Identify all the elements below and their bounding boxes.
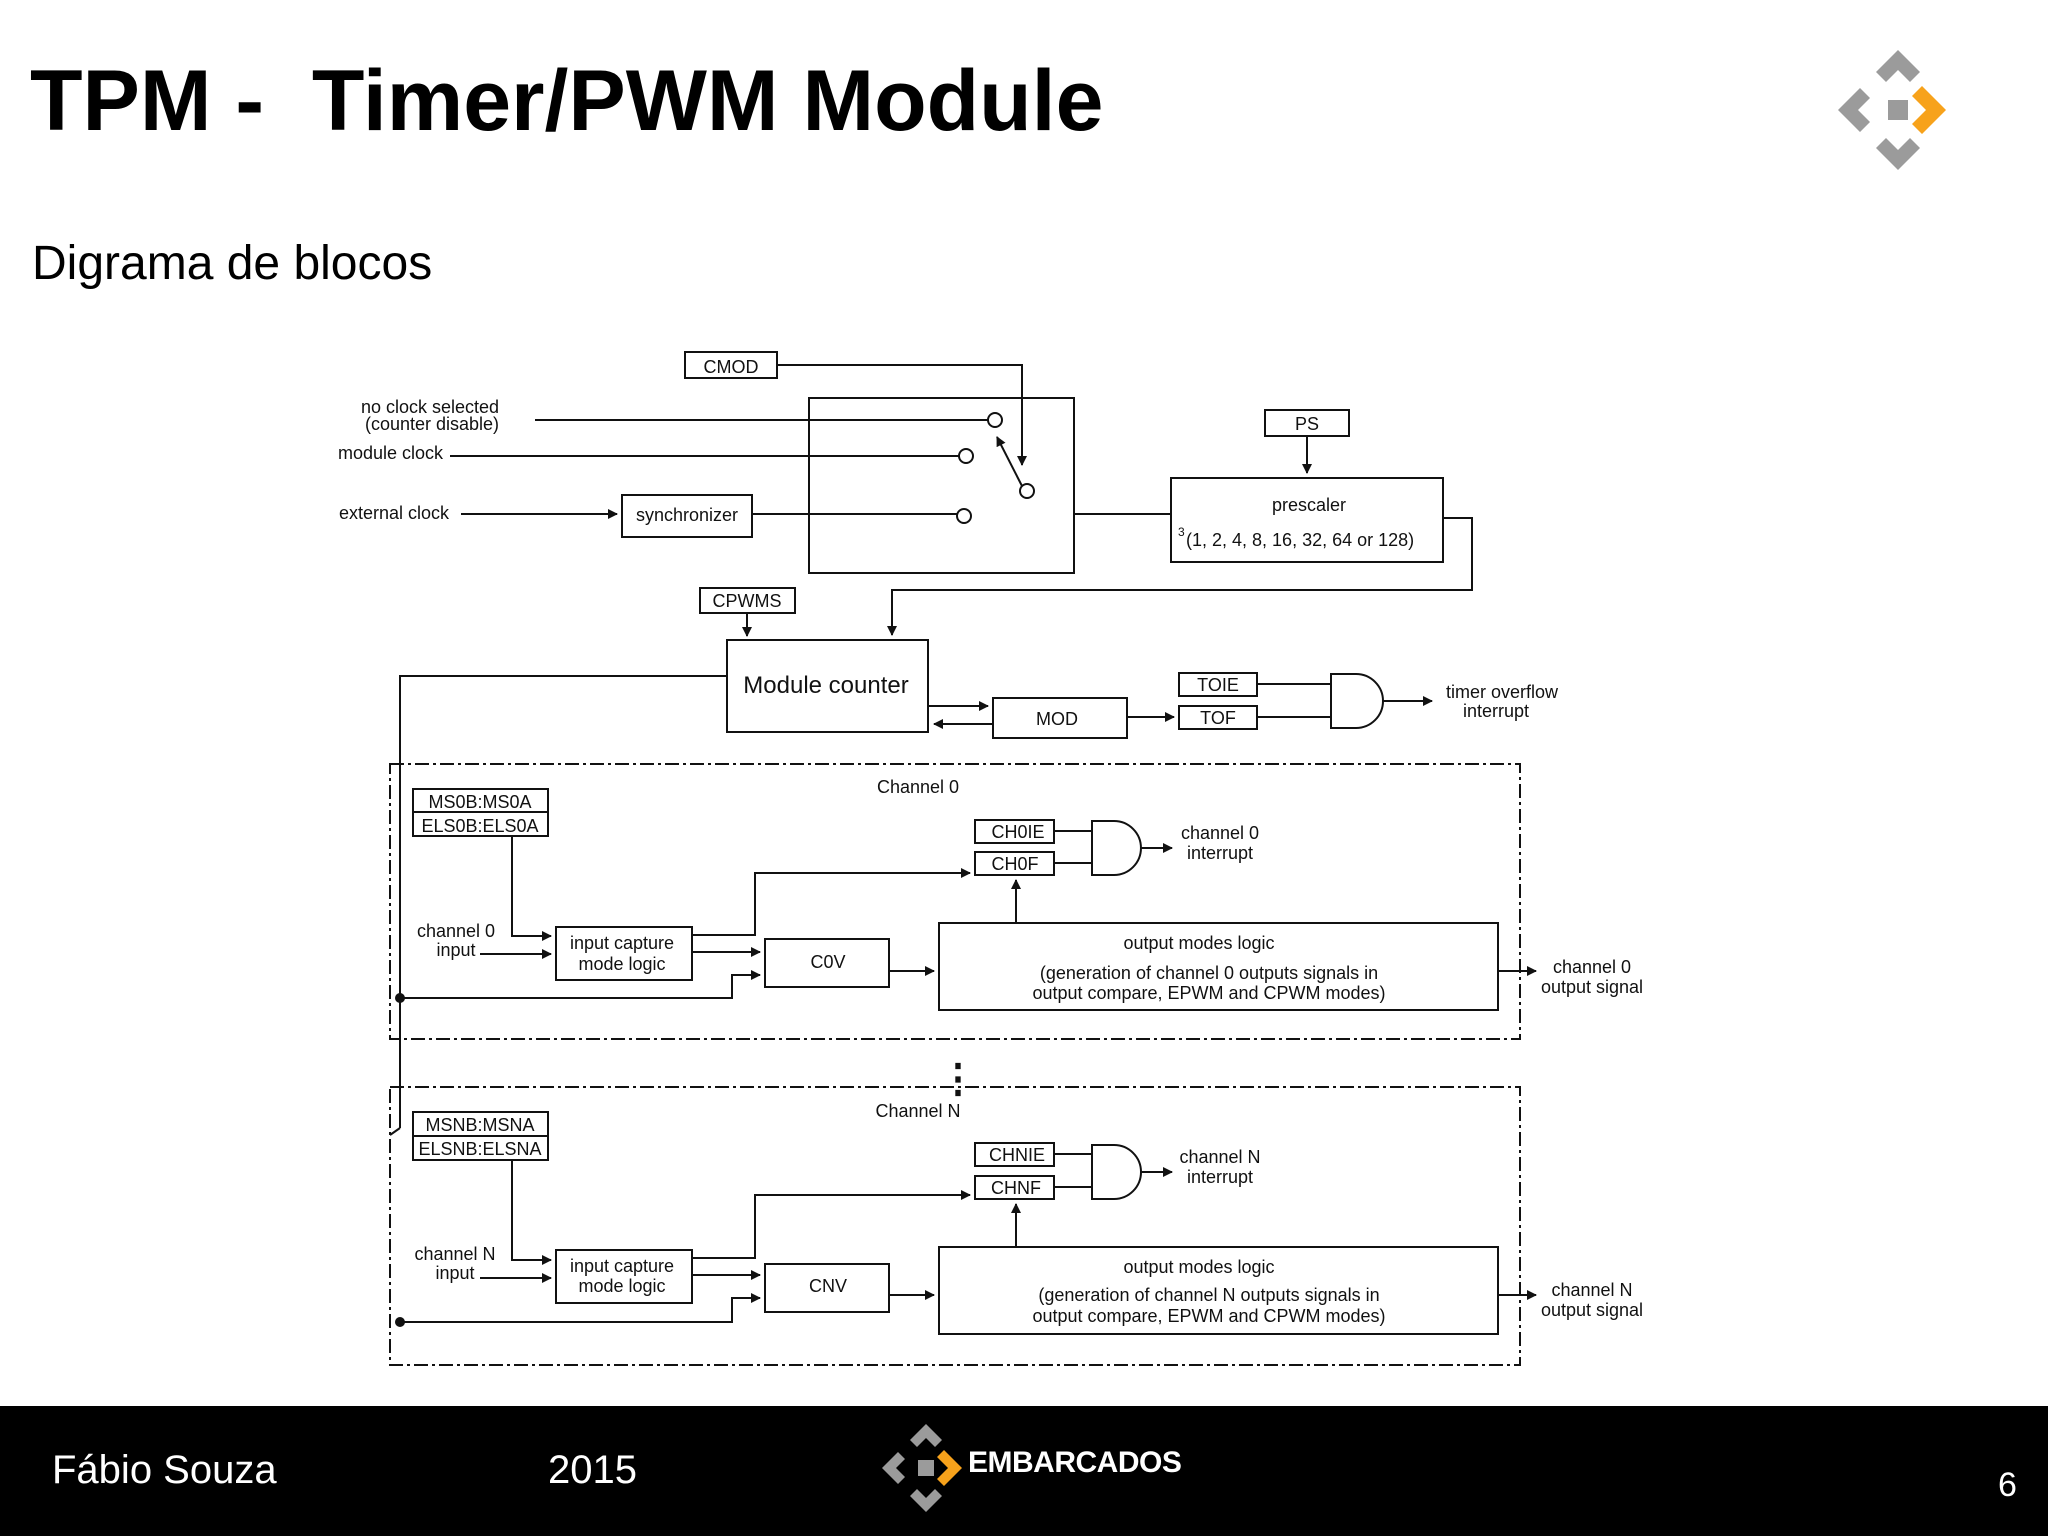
channel0-capture-box (555, 926, 693, 981)
no-clock-label-line2: (counter disable) (365, 414, 499, 434)
switch-pole (1019, 483, 1035, 499)
channel0-title: Channel 0 (877, 777, 959, 797)
channel0-cv-label: C0V (810, 952, 845, 972)
channel0-and-gate (1091, 820, 1142, 876)
channel0-input-label-line2: input (436, 940, 475, 960)
prescaler-footnote-mark: 3 (1178, 525, 1185, 539)
channel0-capture-label-line2: mode logic (578, 954, 665, 974)
mod-label: MOD (1036, 709, 1078, 729)
synchronizer-label: synchronizer (636, 505, 738, 525)
switch-contact-no-clock (987, 412, 1003, 428)
tpm-block-diagram: CMOD no clock selected (counter disable)… (338, 351, 1643, 1366)
synchronizer-box (621, 494, 753, 538)
channel0-output-label-line1: channel 0 (1553, 957, 1631, 977)
channelN-input-label-line1: channel N (414, 1244, 495, 1264)
footer-author: Fábio Souza (52, 1448, 277, 1492)
channelN-chie-label: CHNIE (989, 1145, 1045, 1165)
switch-contact-module-clock (958, 448, 974, 464)
channel0-interrupt-label-line1: channel 0 (1181, 823, 1259, 843)
module-counter-box (726, 639, 929, 733)
timer-overflow-label-line1: timer overflow (1446, 682, 1559, 702)
switch-contact-external-clock (956, 508, 972, 524)
channelN-frame (389, 1086, 1521, 1366)
slide-subtitle: Digrama de blocos (32, 237, 433, 290)
ps-label: PS (1295, 414, 1319, 434)
channelN-output-label-line1: channel N (1551, 1280, 1632, 1300)
channelN-title: Channel N (875, 1101, 960, 1121)
embarcados-logo-icon (1838, 50, 1946, 170)
no-clock-label-line1: no clock selected (361, 397, 499, 417)
module-counter-label: Module counter (743, 672, 908, 699)
toie-label: TOIE (1197, 675, 1239, 695)
channelN-capture-box (555, 1249, 693, 1304)
channelN-interrupt-label-line1: channel N (1179, 1147, 1260, 1167)
channelN-output-logic-label-line3: output compare, EPWM and CPWM modes) (1032, 1306, 1385, 1326)
channel0-interrupt-label-line2: interrupt (1187, 843, 1253, 863)
channel0-frame (389, 763, 1521, 1040)
channel0-capture-label-line1: input capture (570, 933, 674, 953)
channelN-chf-label: CHNF (991, 1178, 1041, 1198)
prescaler-values-label: (1, 2, 4, 8, 16, 32, 64 or 128) (1186, 530, 1414, 550)
channelN-cv-box (764, 1263, 890, 1313)
channel0-output-logic-label-line2: (generation of channel 0 outputs signals… (1040, 963, 1378, 983)
prescaler-box (1170, 477, 1444, 563)
external-clock-label: external clock (339, 503, 450, 523)
channel0-ms-label: MS0B:MS0A (428, 792, 531, 812)
footer-brand-name: EMBARCADOS (968, 1446, 1182, 1479)
clock-select-box (808, 397, 1075, 574)
cpwms-label: CPWMS (713, 591, 782, 611)
slide-title: TPM - Timer/PWM Module (30, 53, 1104, 149)
channel0-chf-label: CH0F (991, 854, 1038, 874)
channelN-and-gate (1091, 1144, 1142, 1200)
channelN-els-label: ELSNB:ELSNA (418, 1139, 541, 1159)
channelN-interrupt-label-line2: interrupt (1187, 1167, 1253, 1187)
channel0-input-label-line1: channel 0 (417, 921, 495, 941)
channelN-capture-label-line1: input capture (570, 1256, 674, 1276)
channelN-output-label-line2: output signal (1541, 1300, 1643, 1320)
channel0-output-label-line2: output signal (1541, 977, 1643, 997)
channel0-output-logic-box (938, 922, 1499, 1011)
overflow-and-gate (1330, 673, 1384, 729)
slide-page-number: 6 (1998, 1466, 2017, 1504)
module-clock-label: module clock (338, 443, 444, 463)
channelN-output-logic-label-line1: output modes logic (1123, 1257, 1274, 1277)
cmod-label: CMOD (704, 357, 759, 377)
channelN-capture-label-line2: mode logic (578, 1276, 665, 1296)
channel0-cv-box (764, 938, 890, 988)
timer-overflow-label-line2: interrupt (1463, 701, 1529, 721)
channelN-ms-label: MSNB:MSNA (425, 1115, 534, 1135)
channelN-input-label-line2: input (435, 1263, 474, 1283)
prescaler-label: prescaler (1272, 495, 1346, 515)
footer-year: 2015 (548, 1448, 637, 1492)
slide-footer: Fábio Souza 2015 EMBARCADOS 6 (0, 1406, 2048, 1536)
channel0-els-label: ELS0B:ELS0A (421, 816, 538, 836)
channel0-output-logic-label-line3: output compare, EPWM and CPWM modes) (1032, 983, 1385, 1003)
tof-label: TOF (1200, 708, 1236, 728)
embarcados-footer-logo-icon (882, 1424, 962, 1512)
channelN-output-logic-label-line2: (generation of channel N outputs signals… (1038, 1285, 1379, 1305)
channel-continuation-dots: ⋮ (938, 1057, 978, 1101)
channel0-chie-label: CH0IE (991, 822, 1044, 842)
channelN-cv-label: CNV (809, 1276, 847, 1296)
channelN-output-logic-box (938, 1246, 1499, 1335)
channel0-output-logic-label-line1: output modes logic (1123, 933, 1274, 953)
